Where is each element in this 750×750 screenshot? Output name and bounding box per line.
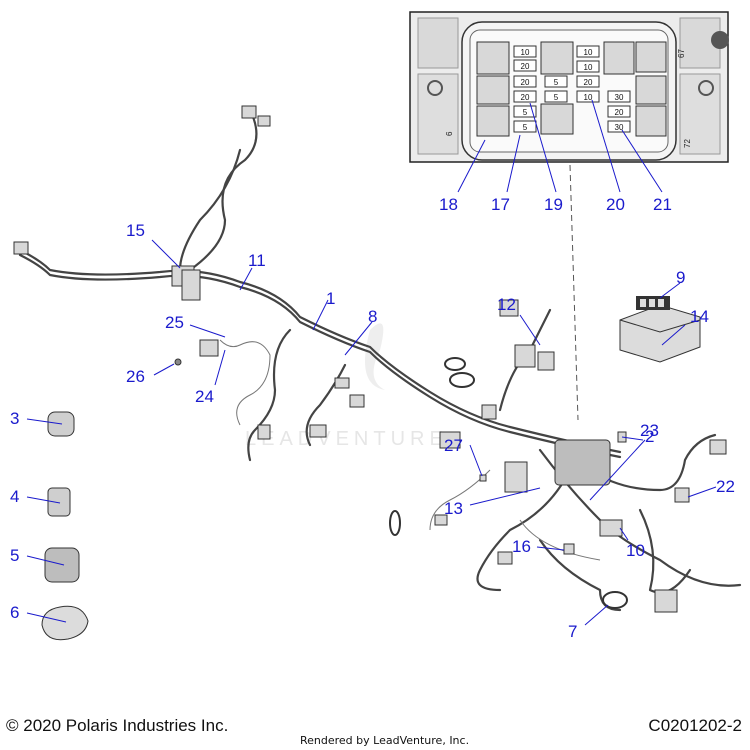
callout-3: 3	[10, 409, 19, 428]
terminal-number-left: 6	[445, 131, 454, 136]
fuse-column-2: 5 5	[544, 75, 568, 103]
fuse-label: 5	[554, 93, 559, 102]
fuse-label: 5	[523, 108, 528, 117]
fuse-label: 20	[521, 93, 530, 102]
callout-9: 9	[676, 268, 685, 287]
relay-connector	[504, 461, 528, 493]
fuse-label: 10	[584, 48, 593, 57]
callout-1: 1	[326, 289, 335, 308]
fuse-column-4: 30 20 30	[607, 90, 631, 133]
fuse-column-1: 10 20 20 20 5 5	[513, 45, 537, 133]
callout-23: 23	[640, 421, 659, 440]
connector-6	[41, 605, 89, 641]
fuse-label: 5	[554, 78, 559, 87]
callout-5: 5	[10, 546, 19, 565]
callout-11: 11	[248, 251, 266, 270]
fuse-box-assembly	[554, 439, 611, 486]
fuse-label: 10	[584, 63, 593, 72]
grommet-26	[174, 358, 182, 366]
callout-25: 25	[165, 313, 184, 332]
watermark: LEADVENTURE	[245, 428, 448, 450]
fuse-label: 20	[521, 62, 530, 71]
fuse-pack	[636, 296, 670, 310]
screw-27	[479, 474, 487, 482]
callout-6: 6	[10, 603, 19, 622]
callout-19: 19	[544, 195, 563, 214]
relay-24	[199, 339, 219, 357]
fuse-label: 5	[523, 123, 528, 132]
callout-10: 10	[626, 541, 645, 560]
fuse-label: 10	[584, 93, 593, 102]
fuse-label: 30	[615, 93, 624, 102]
copyright-notice: © 2020 Polaris Industries Inc.	[6, 716, 229, 735]
inset-callouts: 18 17 19 20 21	[439, 99, 672, 214]
callout-26: 26	[126, 367, 145, 386]
fuse-box-inset: 10 20 20 20 5 5 5 5 10 10 20 10 30 20 30…	[409, 11, 729, 163]
callout-22: 22	[716, 477, 735, 496]
callout-24: 24	[195, 387, 214, 406]
callout-7: 7	[568, 622, 577, 641]
callout-2: 2	[645, 427, 654, 446]
fuse-label: 20	[584, 78, 593, 87]
callout-14: 14	[690, 307, 709, 326]
callout-20: 20	[606, 195, 625, 214]
fuse-column-3: 10 10 20 10	[576, 45, 600, 103]
fuse-label: 20	[615, 108, 624, 117]
callout-13: 13	[444, 499, 463, 518]
render-credit: Rendered by LeadVenture, Inc.	[300, 734, 470, 747]
callout-27: 27	[444, 436, 463, 455]
fuse-label: 10	[521, 48, 530, 57]
fuse-label: 20	[521, 78, 530, 87]
callout-21: 21	[653, 195, 672, 214]
fuse-label: 30	[615, 123, 624, 132]
diagram-id: C0201202-2	[648, 716, 742, 735]
callout-17: 17	[491, 195, 510, 214]
terminal-number-top: 67	[677, 49, 686, 58]
callout-4: 4	[10, 487, 19, 506]
connector-4	[47, 487, 71, 517]
callout-18: 18	[439, 195, 458, 214]
clip-16	[563, 543, 575, 555]
inset-link-line	[569, 164, 579, 421]
callout-8: 8	[368, 307, 377, 326]
callout-16: 16	[512, 537, 531, 556]
main-wiring-harness	[18, 108, 742, 612]
terminal-number-bottom: 72	[683, 139, 692, 148]
control-module	[619, 304, 701, 363]
callout-15: 15	[126, 221, 145, 240]
main-callouts: 1 2 3 4 5 6 7 8 9 10 11 12 13 14 15 16 2…	[10, 221, 735, 641]
callout-12: 12	[497, 295, 516, 314]
